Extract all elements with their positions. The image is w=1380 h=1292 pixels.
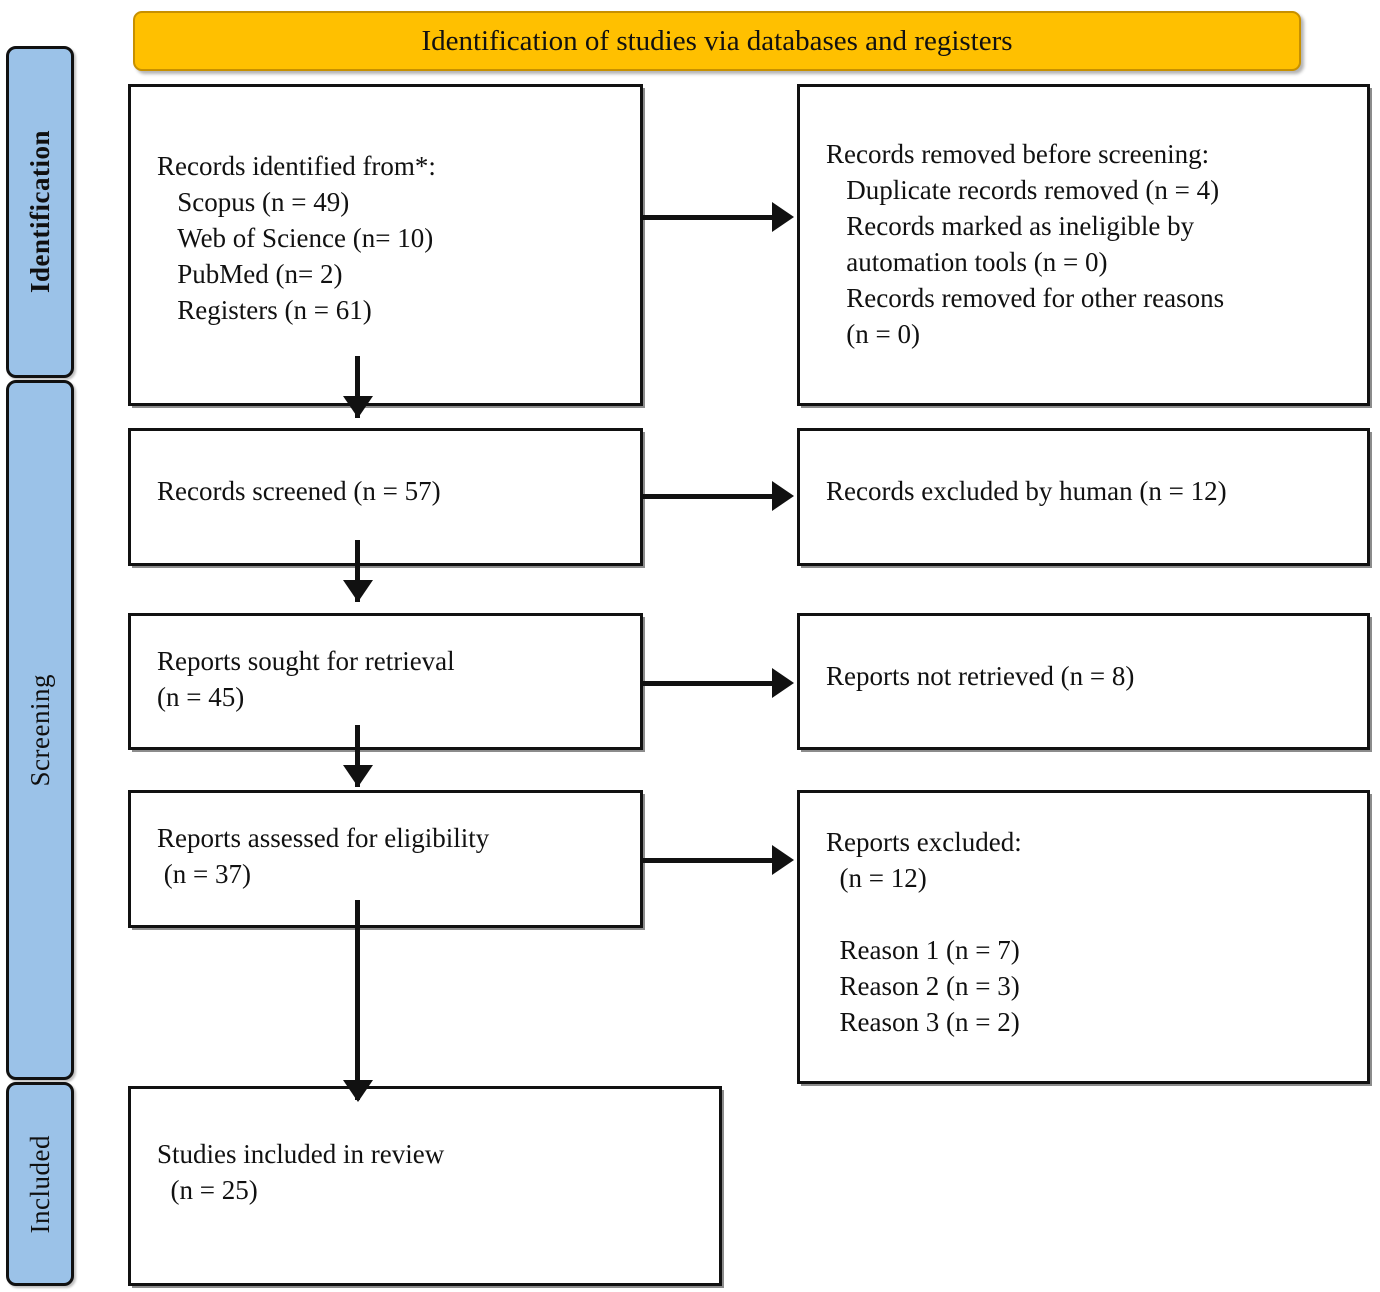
arrowhead-right-icon bbox=[772, 202, 794, 232]
stage-label-included: Included bbox=[6, 1082, 74, 1286]
box-reports-not-retrieved: Reports not retrieved (n = 8) bbox=[797, 613, 1370, 750]
connector-sought-to-not-retrieved bbox=[641, 681, 776, 686]
stage-label-identification-text: Identification bbox=[24, 130, 55, 294]
arrowhead-down-icon bbox=[343, 1080, 373, 1102]
box-records-excluded-by-human-text: Records excluded by human (n = 12) bbox=[826, 476, 1227, 506]
arrowhead-right-icon bbox=[772, 845, 794, 875]
arrowhead-right-icon bbox=[772, 668, 794, 698]
connector-screened-to-excluded-human bbox=[641, 494, 776, 499]
box-reports-sought-for-retrieval: Reports sought for retrieval (n = 45) bbox=[128, 613, 643, 750]
box-reports-excluded-text: Reports excluded: (n = 12) Reason 1 (n =… bbox=[826, 827, 1022, 1037]
connector-identified-to-screened bbox=[355, 356, 360, 418]
stage-label-included-text: Included bbox=[24, 1134, 55, 1234]
box-reports-excluded: Reports excluded: (n = 12) Reason 1 (n =… bbox=[797, 790, 1370, 1084]
stage-label-identification: Identification bbox=[6, 46, 74, 378]
box-studies-included-in-review: Studies included in review (n = 25) bbox=[128, 1086, 722, 1286]
box-records-removed-before-screening: Records removed before screening: Duplic… bbox=[797, 84, 1370, 406]
arrowhead-right-icon bbox=[772, 481, 794, 511]
box-records-identified-text: Records identified from*: Scopus (n = 49… bbox=[157, 151, 436, 325]
box-records-excluded-by-human: Records excluded by human (n = 12) bbox=[797, 428, 1370, 566]
connector-screened-to-sought bbox=[355, 540, 360, 602]
connector-assessed-to-reports-excluded bbox=[641, 858, 776, 863]
arrowhead-down-icon bbox=[343, 765, 373, 787]
connector-sought-to-assessed bbox=[355, 725, 360, 787]
box-reports-not-retrieved-text: Reports not retrieved (n = 8) bbox=[826, 661, 1135, 691]
box-studies-included-text: Studies included in review (n = 25) bbox=[157, 1139, 445, 1205]
diagram-header-banner: Identification of studies via databases … bbox=[133, 11, 1301, 71]
arrowhead-down-icon bbox=[343, 396, 373, 418]
box-reports-assessed-for-eligibility: Reports assessed for eligibility (n = 37… bbox=[128, 790, 643, 928]
stage-label-screening-text: Screening bbox=[24, 673, 55, 787]
stage-label-screening: Screening bbox=[6, 380, 74, 1080]
box-records-identified: Records identified from*: Scopus (n = 49… bbox=[128, 84, 643, 406]
diagram-header-title: Identification of studies via databases … bbox=[421, 24, 1013, 57]
box-reports-assessed-text: Reports assessed for eligibility (n = 37… bbox=[157, 823, 490, 889]
box-reports-sought-text: Reports sought for retrieval (n = 45) bbox=[157, 646, 455, 712]
arrowhead-down-icon bbox=[343, 580, 373, 602]
connector-assessed-to-included bbox=[355, 900, 360, 1100]
connector-identified-to-removed bbox=[641, 215, 776, 220]
box-records-screened-text: Records screened (n = 57) bbox=[157, 476, 441, 506]
box-records-screened: Records screened (n = 57) bbox=[128, 428, 643, 566]
box-records-removed-text: Records removed before screening: Duplic… bbox=[826, 139, 1225, 349]
